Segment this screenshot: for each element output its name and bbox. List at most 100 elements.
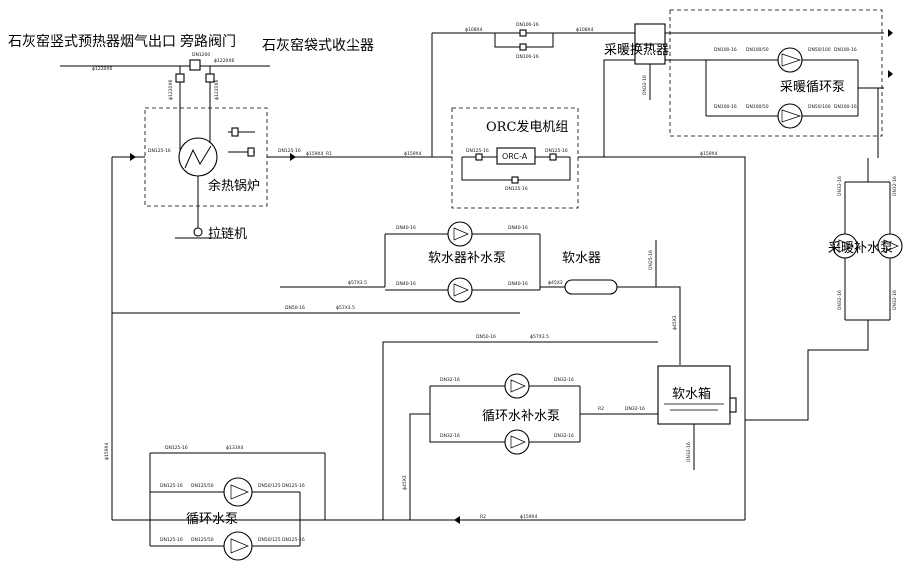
svg-text:DN50/100: DN50/100 [808, 47, 831, 53]
svg-text:DN32-16: DN32-16 [625, 406, 645, 412]
tank-level-gauge[interactable] [729, 397, 737, 413]
svg-text:ϕ1220X6: ϕ1220X6 [214, 58, 235, 64]
drain-valve[interactable] [231, 127, 239, 137]
svg-text:DN125/50: DN125/50 [191, 537, 214, 543]
orc-unit-enclosure [451, 107, 579, 209]
chain-conveyor-icon[interactable] [193, 227, 203, 237]
svg-text:DN125-16: DN125-16 [160, 483, 183, 489]
svg-text:ϕ159X4: ϕ159X4 [404, 151, 422, 157]
kiln-preheater-outlet-label: 石灰窑竖式预热器烟气出口 [8, 33, 176, 50]
svg-text:ϕ45X3: ϕ45X3 [548, 280, 563, 286]
svg-text:DN100-16: DN100-16 [834, 104, 857, 110]
svg-text:ϕ1220X6: ϕ1220X6 [92, 66, 113, 72]
outlet-damper[interactable] [205, 73, 215, 83]
vent-valve[interactable] [247, 147, 255, 157]
soft-water-tank-label: 软水箱 [672, 386, 711, 402]
svg-text:R2: R2 [598, 406, 604, 412]
circ-makeup-pump-label: 循环水补水泵 [482, 409, 560, 424]
top-valve-2[interactable] [519, 43, 527, 51]
svg-text:DN50/125: DN50/125 [258, 537, 281, 543]
svg-text:DN125-16: DN125-16 [545, 148, 568, 154]
svg-text:DN125-16: DN125-16 [466, 148, 489, 154]
bag-filter-label: 石灰窑袋式收尘器 [262, 37, 374, 54]
svg-text:DN100-16: DN100-16 [516, 22, 539, 28]
svg-text:DN125-16: DN125-16 [148, 148, 171, 154]
svg-text:DN125/50: DN125/50 [191, 483, 214, 489]
svg-text:DN32-16: DN32-16 [892, 176, 898, 196]
svg-text:DN50/100: DN50/100 [808, 104, 831, 110]
svg-text:ϕ159X4: ϕ159X4 [306, 151, 324, 157]
svg-text:DN40-16: DN40-16 [396, 225, 416, 231]
heating-exchanger-label: 采暖换热器 [604, 43, 669, 58]
svg-text:ϕ57X3.5: ϕ57X3.5 [530, 334, 549, 340]
svg-text:DN32-16: DN32-16 [440, 433, 460, 439]
orc-a-label: ORC-A [502, 152, 528, 161]
svg-text:DN100/50: DN100/50 [746, 104, 769, 110]
svg-text:ϕ45X3: ϕ45X3 [672, 315, 678, 330]
heating-makeup-pump-label: 采暖补水泵 [828, 241, 893, 256]
heating-circ-enclosure [669, 9, 883, 137]
orc-bypass-valve[interactable] [511, 176, 519, 184]
softener-makeup-pump-label: 软水器补水泵 [428, 251, 506, 266]
svg-text:DN50/125: DN50/125 [258, 483, 281, 489]
inlet-damper[interactable] [175, 73, 185, 83]
heating-circ-pump-2[interactable] [777, 103, 803, 129]
svg-text:DN50-16: DN50-16 [285, 305, 305, 311]
svg-text:DN32-16: DN32-16 [837, 176, 843, 196]
tank-supply-line [382, 341, 658, 520]
svg-text:DN100/50: DN100/50 [746, 47, 769, 53]
svg-text:ϕ159X4: ϕ159X4 [520, 514, 538, 520]
orc-return-line [578, 156, 746, 520]
exchanger-feed-line [603, 59, 635, 157]
main-supply-line: R1 ϕ159X4 ϕ159X4 ϕ159X4 [104, 151, 452, 520]
svg-text:DN125-16: DN125-16 [278, 148, 301, 154]
svg-text:DN100-16: DN100-16 [714, 47, 737, 53]
orc-unit-label: ORC发电机组 [486, 119, 568, 135]
svg-text:DN32-16: DN32-16 [642, 75, 648, 95]
svg-text:DN25-16: DN25-16 [648, 250, 654, 270]
svg-text:DN100-16: DN100-16 [714, 104, 737, 110]
svg-text:ϕ159X4: ϕ159X4 [700, 151, 718, 157]
svg-text:ϕ57X3.5: ϕ57X3.5 [348, 280, 367, 286]
svg-text:R1: R1 [326, 151, 332, 157]
svg-text:DN32-16: DN32-16 [686, 442, 692, 462]
svg-text:DN125-16: DN125-16 [282, 537, 305, 543]
svg-text:ϕ159X4: ϕ159X4 [104, 442, 110, 460]
waste-heat-boiler-label: 余热锅炉 [208, 178, 260, 194]
svg-text:DN40-16: DN40-16 [396, 281, 416, 287]
svg-text:R2: R2 [480, 514, 486, 520]
bypass-damper[interactable] [189, 59, 201, 71]
top-valve-1[interactable] [519, 29, 527, 37]
svg-text:ϕ108X4: ϕ108X4 [576, 27, 594, 33]
water-softener[interactable] [564, 279, 618, 295]
heating-circ-pump-label: 采暖循环泵 [780, 80, 845, 95]
heating-circ-pump-1[interactable] [777, 47, 803, 73]
waste-heat-boiler-symbol[interactable] [178, 137, 218, 177]
svg-text:DN50-16: DN50-16 [476, 334, 496, 340]
orc-inlet-valve[interactable] [475, 153, 483, 161]
svg-text:DN32-16: DN32-16 [554, 433, 574, 439]
boiler-coil-icon [184, 145, 212, 169]
svg-text:DN32-16: DN32-16 [837, 290, 843, 310]
orc-outlet-valve[interactable] [549, 153, 557, 161]
svg-text:DN125-16: DN125-16 [505, 186, 528, 192]
svg-text:DN125-16: DN125-16 [282, 483, 305, 489]
svg-text:ϕ133X4: ϕ133X4 [226, 445, 244, 451]
svg-text:DN125-16: DN125-16 [160, 537, 183, 543]
svg-text:ϕ45X3: ϕ45X3 [402, 475, 408, 490]
chain-conveyor-label: 拉链机 [208, 227, 247, 242]
svg-text:DN40-16: DN40-16 [508, 281, 528, 287]
svg-text:ϕ1220X6: ϕ1220X6 [168, 79, 174, 100]
soft-water-tank[interactable] [657, 365, 731, 425]
svg-text:DN1200: DN1200 [192, 52, 210, 58]
svg-text:DN40-16: DN40-16 [508, 225, 528, 231]
svg-text:DN125-16: DN125-16 [165, 445, 188, 451]
orc-a-module[interactable] [496, 147, 536, 165]
svg-text:ϕ108X4: ϕ108X4 [465, 27, 483, 33]
bypass-valve-label: 旁路阀门 [180, 33, 236, 50]
svg-text:DN100-16: DN100-16 [516, 54, 539, 60]
svg-text:DN32-16: DN32-16 [892, 290, 898, 310]
svg-text:ϕ57X3.5: ϕ57X3.5 [336, 305, 355, 311]
svg-text:DN32-16: DN32-16 [440, 377, 460, 383]
